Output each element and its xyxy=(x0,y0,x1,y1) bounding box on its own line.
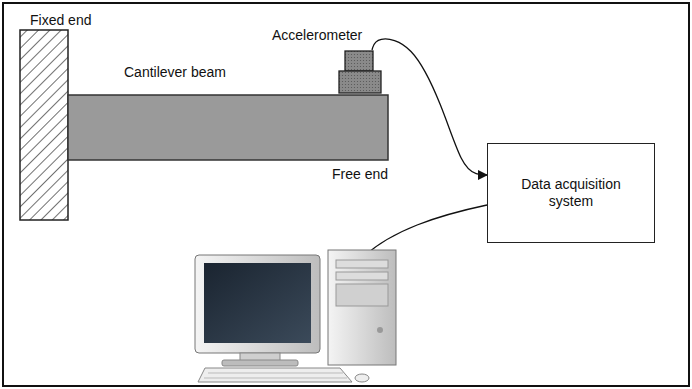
part-label: Fixed end xyxy=(30,12,91,28)
node-heading: Accelerometer xyxy=(272,27,362,44)
sensor-head xyxy=(345,51,373,71)
node-text: Data acquisition system xyxy=(511,176,631,210)
process-box: Data acquisition system xyxy=(487,143,655,243)
part-label: Cantilever beam xyxy=(124,64,226,80)
part-label: Free end xyxy=(332,166,388,182)
frame xyxy=(3,3,689,386)
sensor-body xyxy=(338,50,382,94)
sensor-cable xyxy=(372,39,487,175)
fixed-support xyxy=(20,30,68,220)
computer xyxy=(195,250,396,382)
accelerometer: Accelerometer xyxy=(338,50,382,94)
cantilever-beam xyxy=(68,95,388,160)
sensor-base xyxy=(339,71,381,93)
